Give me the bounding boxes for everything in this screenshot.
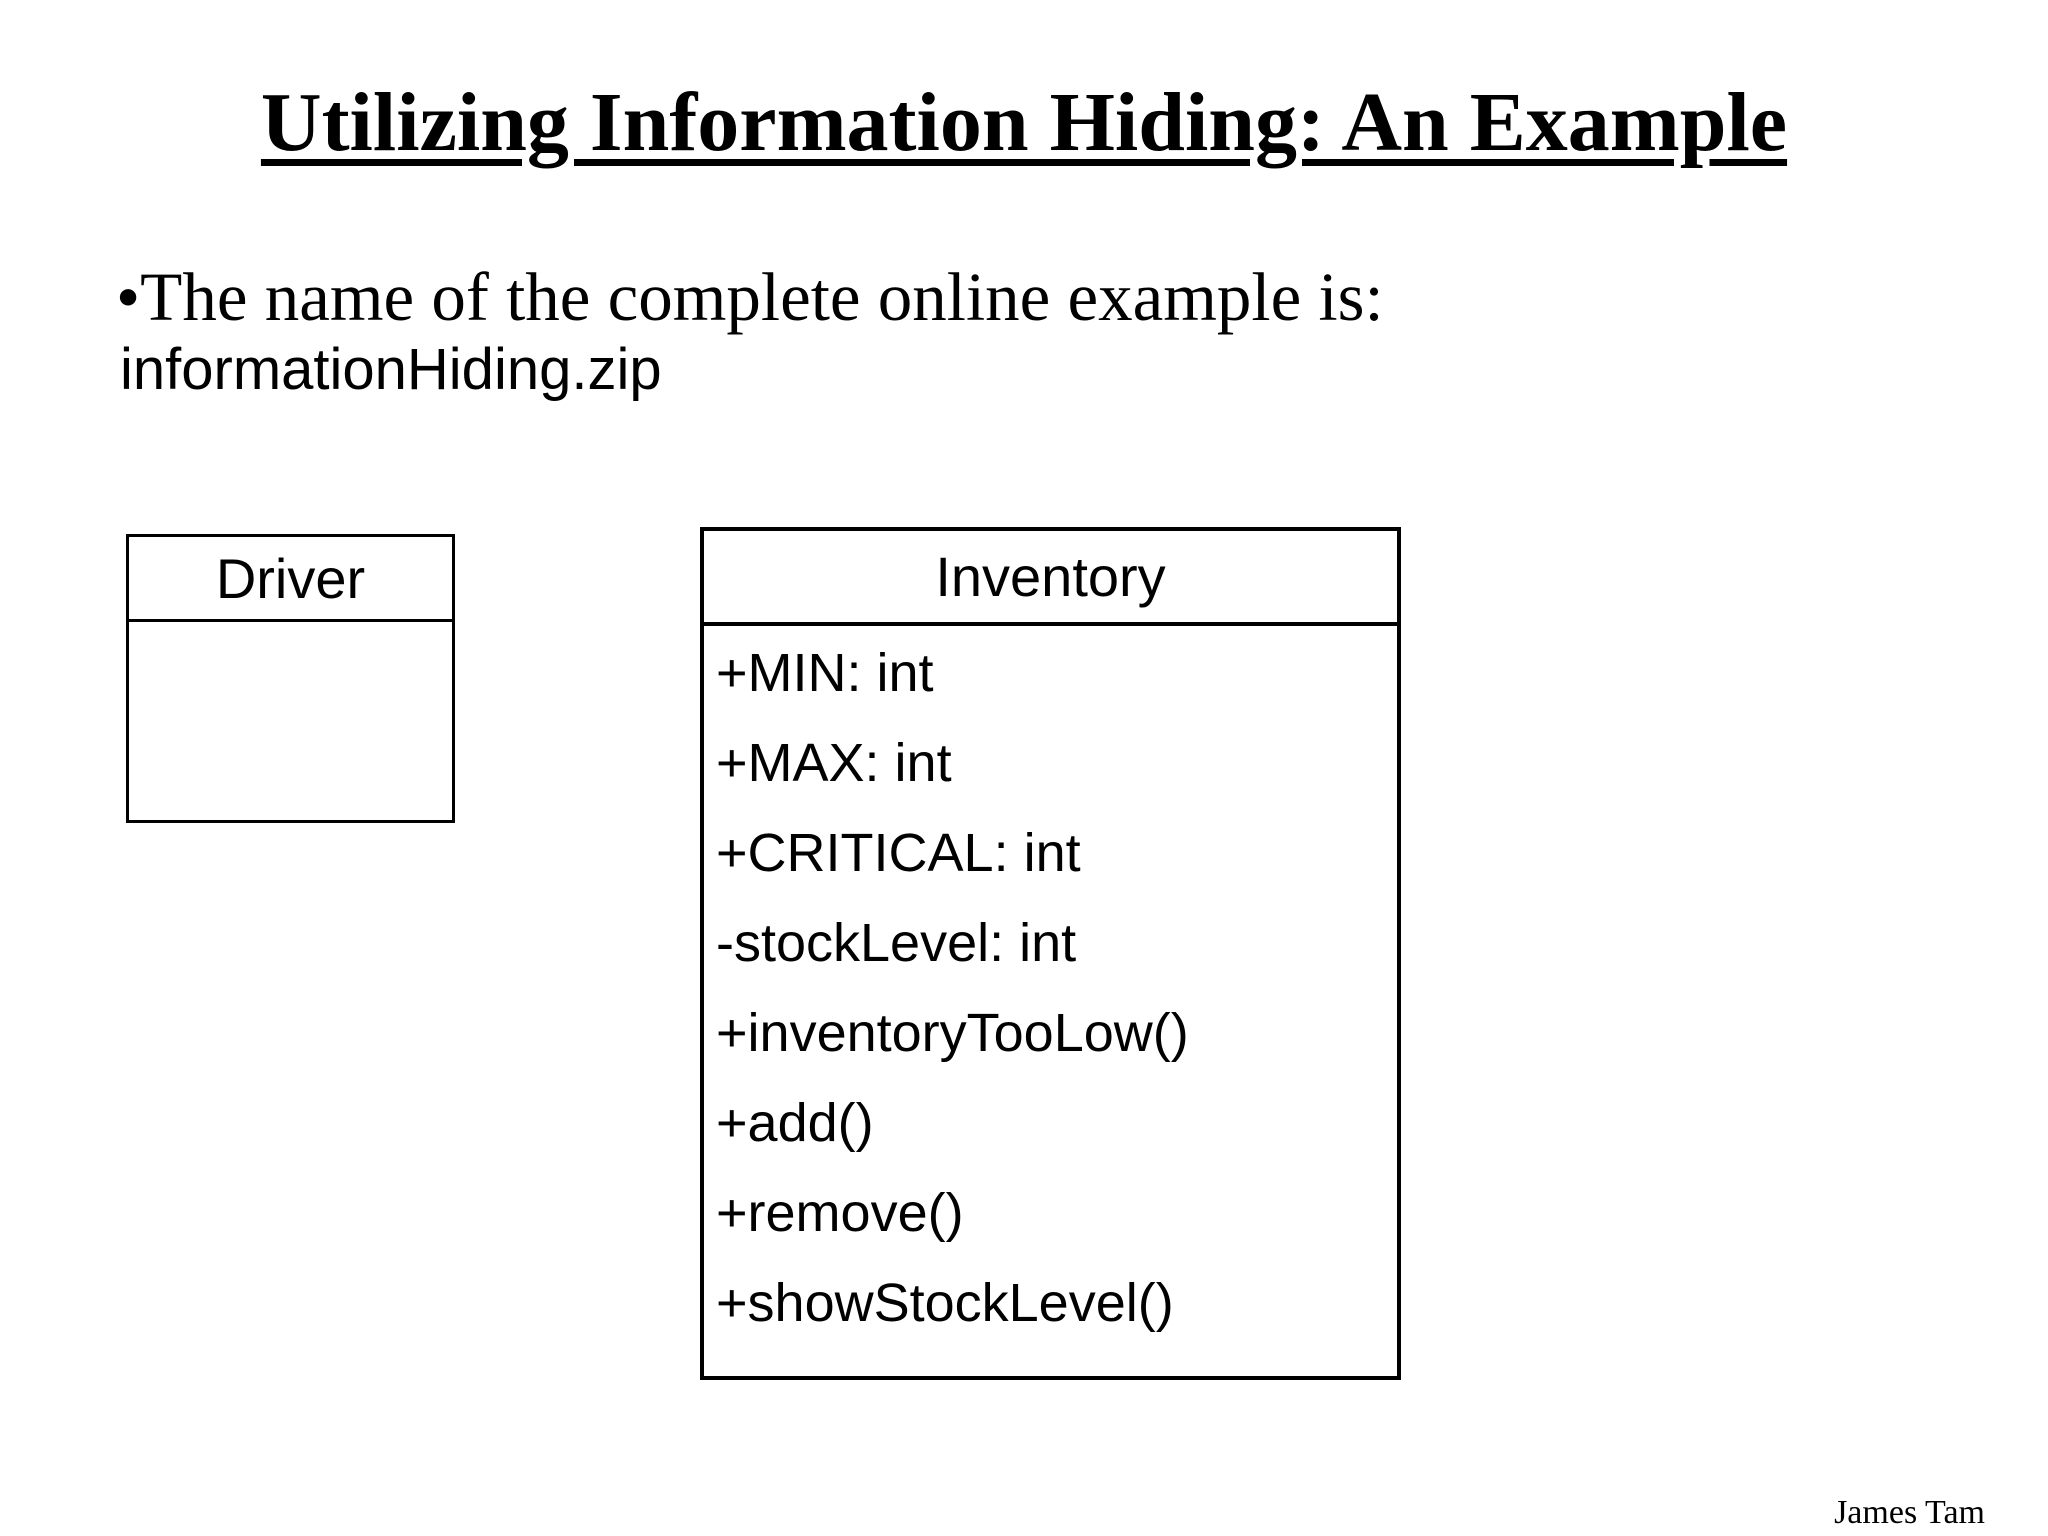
uml-member: +add() — [716, 1093, 874, 1153]
uml-class-inventory-members: +MIN: int +MAX: int +CRITICAL: int -stockLe… — [704, 626, 1397, 1376]
uml-member: +MIN: int — [716, 643, 934, 703]
uml-class-driver-header: Driver — [129, 537, 452, 622]
slide-title: Utilizing Information Hiding: An Example — [260, 76, 1788, 169]
bullet-line: •The name of the complete online example… — [116, 259, 1384, 336]
uml-member: -stockLevel: int — [716, 913, 1077, 973]
uml-class-driver-members — [129, 622, 452, 820]
uml-class-driver: Driver — [126, 534, 455, 823]
bullet-text: The name of the complete online example … — [140, 259, 1384, 335]
uml-member: +MAX: int — [716, 733, 952, 793]
uml-member: +showStockLevel() — [716, 1273, 1174, 1333]
uml-class-inventory-title: Inventory — [935, 545, 1166, 608]
uml-class-driver-title: Driver — [215, 546, 366, 610]
author-credit: James Tam — [1834, 1494, 1985, 1531]
uml-class-inventory-header: Inventory — [704, 531, 1397, 626]
uml-member: +CRITICAL: int — [716, 823, 1081, 883]
uml-class-inventory: Inventory +MIN: int +MAX: int +CRITICAL: i… — [700, 527, 1401, 1380]
bullet-icon: • — [116, 259, 141, 335]
example-file-name: informationHiding.zip — [120, 337, 662, 402]
uml-member: +remove() — [716, 1183, 964, 1243]
uml-member: +inventoryTooLow() — [716, 1003, 1189, 1063]
